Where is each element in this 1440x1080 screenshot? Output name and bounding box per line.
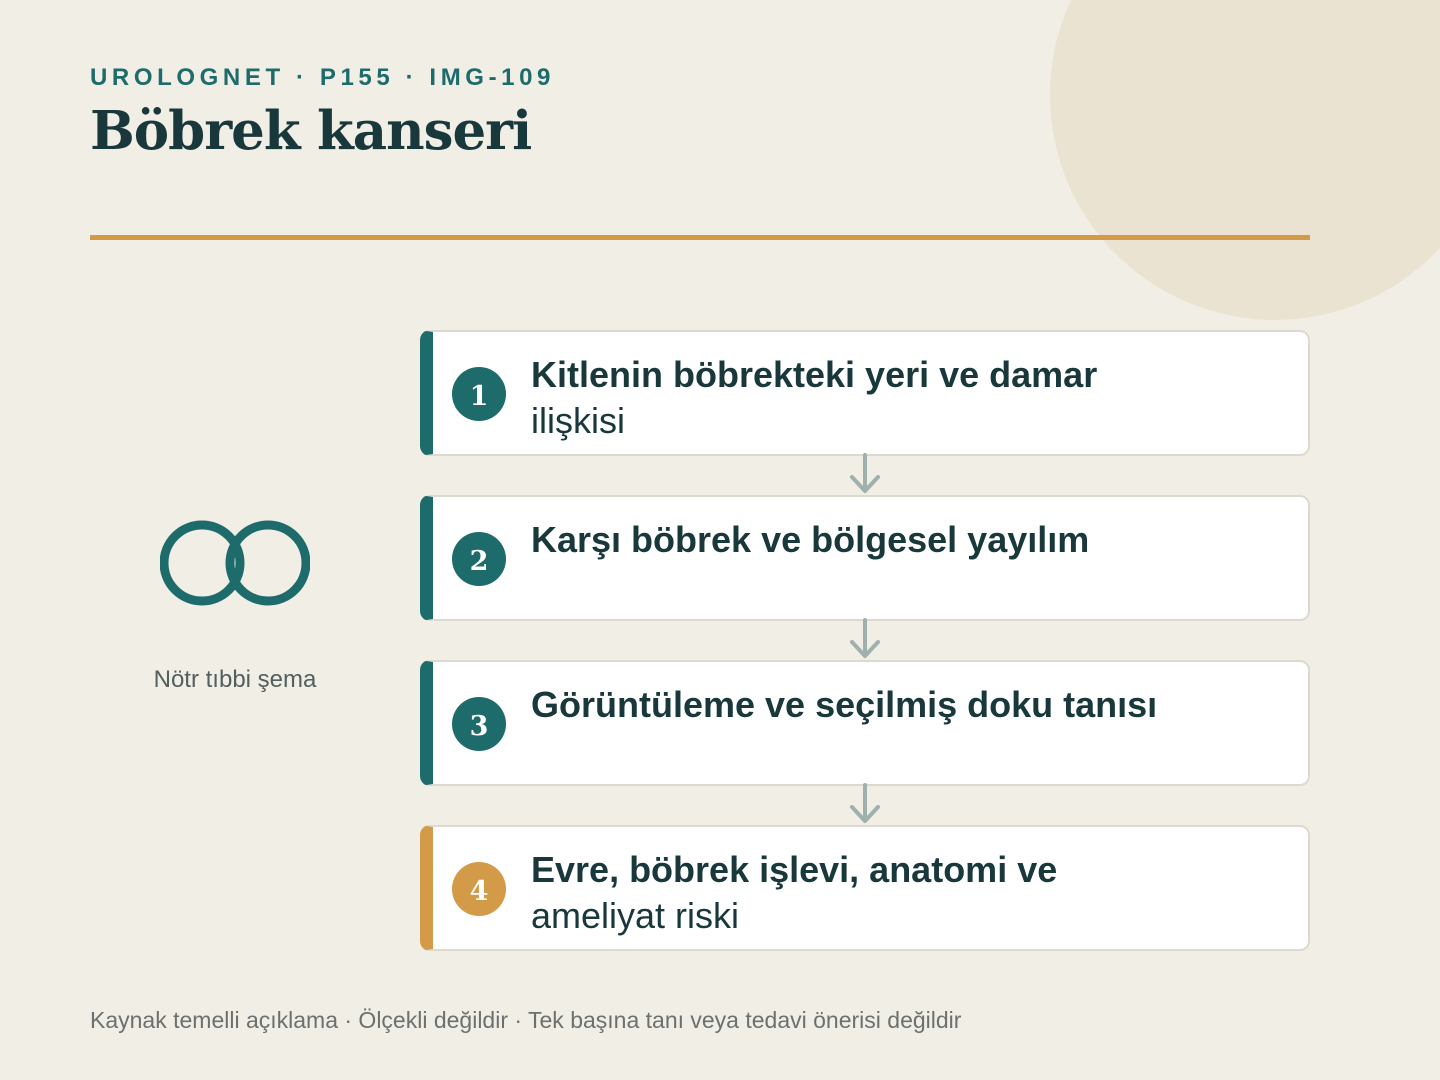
step-heading: Kitlenin böbrekteki yeri ve damar bbox=[531, 354, 1098, 395]
step-number-badge: 1 bbox=[452, 367, 506, 421]
title-divider bbox=[90, 235, 1310, 240]
step-text: Kitlenin böbrekteki yeri ve damar ilişki… bbox=[531, 352, 1271, 444]
down-arrow-icon bbox=[850, 618, 880, 658]
step-heading: Görüntüleme ve seçilmiş doku tanısı bbox=[531, 684, 1158, 725]
step-text: Evre, böbrek işlevi, anatomi ve ameliyat… bbox=[531, 847, 1271, 939]
down-arrow-icon bbox=[850, 453, 880, 493]
step-text: Karşı böbrek ve bölgesel yayılım bbox=[531, 517, 1271, 563]
step-heading: Karşı böbrek ve bölgesel yayılım bbox=[531, 519, 1090, 560]
interlocking-rings-icon bbox=[160, 520, 310, 606]
step-number-badge: 3 bbox=[452, 697, 506, 751]
decorative-circle bbox=[1050, 0, 1440, 320]
down-arrow-icon bbox=[850, 783, 880, 823]
step-card-1: 1 Kitlenin böbrekteki yeri ve damar iliş… bbox=[420, 330, 1310, 456]
page-title: Böbrek kanseri bbox=[90, 100, 532, 162]
step-continuation: ilişkisi bbox=[531, 400, 625, 441]
step-heading: Evre, böbrek işlevi, anatomi ve bbox=[531, 849, 1058, 890]
step-number-badge: 4 bbox=[452, 862, 506, 916]
step-number-badge: 2 bbox=[452, 532, 506, 586]
step-card-4: 4 Evre, böbrek işlevi, anatomi ve ameliy… bbox=[420, 825, 1310, 951]
step-card-3: 3 Görüntüleme ve seçilmiş doku tanısı bbox=[420, 660, 1310, 786]
step-continuation: ameliyat riski bbox=[531, 895, 740, 936]
eyebrow-label: UROLOGNET · P155 · IMG-109 bbox=[90, 64, 555, 91]
footer-disclaimer: Kaynak temelli açıklama · Ölçekli değild… bbox=[90, 1007, 962, 1033]
illustration-caption: Nötr tıbbi şema bbox=[153, 666, 317, 693]
step-text: Görüntüleme ve seçilmiş doku tanısı bbox=[531, 682, 1271, 728]
step-card-2: 2 Karşı böbrek ve bölgesel yayılım bbox=[420, 495, 1310, 621]
